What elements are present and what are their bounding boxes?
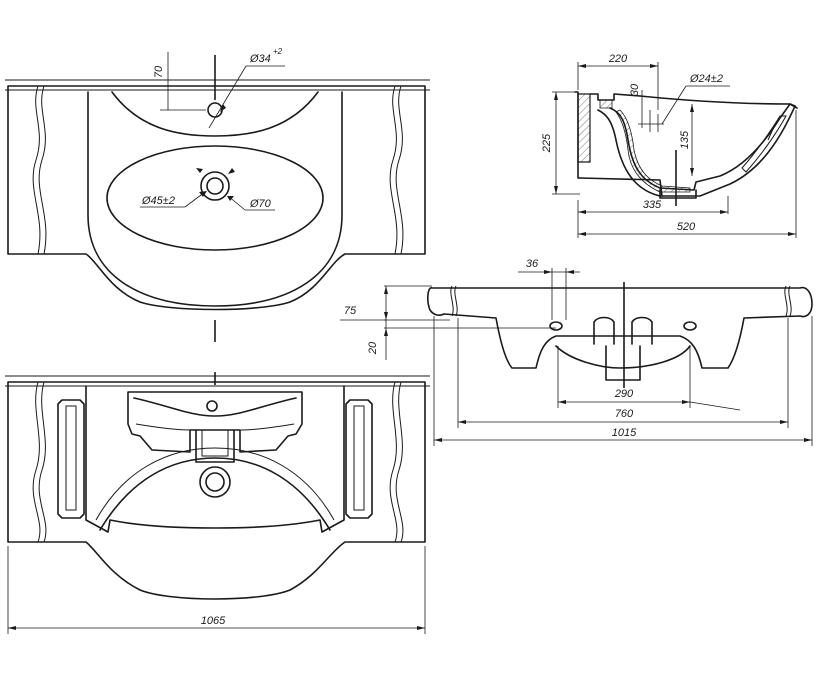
- dim-335: 335: [643, 199, 662, 211]
- dim-75: 75: [344, 305, 357, 317]
- top-view-outline: [7, 85, 426, 311]
- dim-tap-hole: Ø34: [249, 53, 271, 65]
- dim-overflow-hole: Ø24±2: [689, 73, 723, 85]
- dim-20: 20: [367, 341, 379, 355]
- dim-220: 220: [608, 53, 628, 65]
- dim-drain-hole: Ø45±2: [141, 195, 175, 207]
- dim-1065: 1065: [201, 615, 226, 627]
- front-view: 36 75 20 290 760 1015: [340, 258, 813, 446]
- bottom-view: 1065: [5, 372, 430, 634]
- top-view: 70 Ø34 +2 Ø45±2 Ø70: [5, 47, 430, 342]
- dim-drain-outer: Ø70: [249, 198, 272, 210]
- drain-inner: [206, 177, 224, 195]
- dim-290: 290: [614, 388, 634, 400]
- dim-36: 36: [526, 258, 539, 270]
- dim-225: 225: [541, 133, 553, 153]
- dim-tap-hole-tol: +2: [273, 47, 283, 56]
- drain-outer: [200, 171, 230, 201]
- bottom-drain-outer: [199, 466, 231, 498]
- bottom-drain-inner: [205, 472, 225, 492]
- dim-520: 520: [677, 221, 696, 233]
- bottom-tap-hole: [206, 400, 218, 412]
- side-section-view: 220 Ø24±2 30 225 135 335 520: [541, 53, 798, 238]
- basin-bowl: [106, 145, 324, 251]
- dim-70: 70: [153, 65, 165, 78]
- dim-760: 760: [615, 408, 634, 420]
- dim-30: 30: [629, 83, 641, 96]
- dim-1015: 1015: [612, 427, 637, 439]
- dim-135: 135: [679, 130, 691, 149]
